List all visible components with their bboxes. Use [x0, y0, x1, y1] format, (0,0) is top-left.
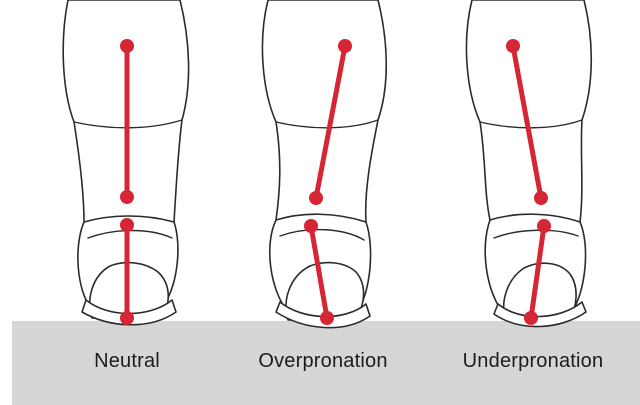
- neutral-foot: [63, 0, 188, 325]
- overpronation-foot: [262, 0, 386, 328]
- caption-overpronation: Overpronation: [223, 350, 423, 373]
- underpronation-foot: [466, 0, 591, 327]
- caption-underpronation: Underpronation: [433, 350, 633, 373]
- caption-neutral: Neutral: [27, 350, 227, 373]
